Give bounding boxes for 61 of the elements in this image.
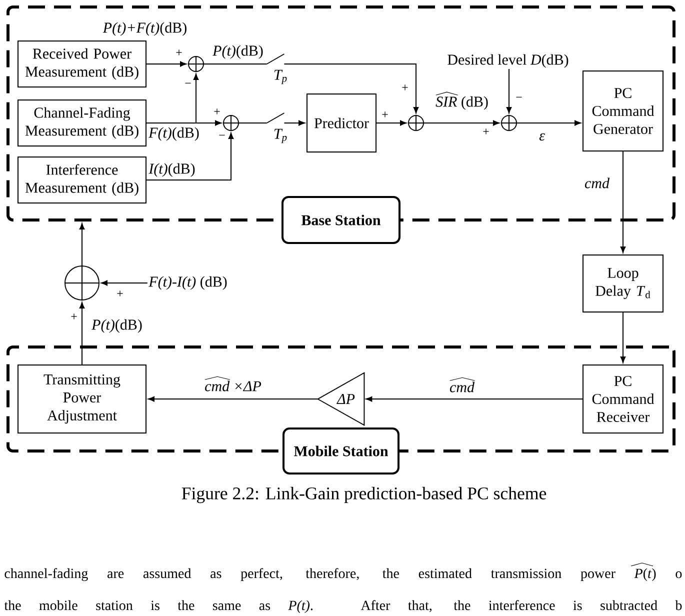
process-box: PC Command Generator <box>582 70 664 152</box>
body-text: the mobile station is the same as P(t). After that, the interference is subtracted b <box>4 600 682 613</box>
arrow <box>148 396 318 402</box>
sign-label: + <box>214 108 220 114</box>
summing-junction <box>500 114 518 132</box>
arrow <box>146 61 186 67</box>
process-box: Channel-Fading Measurement (dB) <box>18 100 146 146</box>
summing-junction <box>64 265 100 301</box>
figure-caption: Figure 2.2: Link-Gain prediction-based PC scheme <box>182 486 546 504</box>
arrow <box>620 312 626 363</box>
edge-label: ε <box>538 132 546 142</box>
sign-label: + <box>402 84 408 90</box>
body-text: channel-fading are assumed as perfect, therefore, the estimated transmission power P(t) o <box>4 562 682 582</box>
edge-label: cmd <box>448 377 476 394</box>
sign-label: − <box>185 82 191 84</box>
arrow <box>516 120 581 126</box>
station-label: Mobile Station <box>282 428 400 474</box>
arrow <box>366 396 583 402</box>
process-box: Transmitting Power Adjustment <box>18 364 146 434</box>
summing-junction <box>408 114 424 132</box>
sign-label: + <box>71 314 77 320</box>
arrow <box>146 74 199 124</box>
edge-label: F(t)(dB) <box>148 126 200 142</box>
arrow <box>376 120 406 126</box>
signal-label: P(t)+F(t)(dB) <box>102 22 186 36</box>
process-box: Loop Delay T$_{d}$ <box>582 254 664 312</box>
sampling-switch <box>266 54 285 64</box>
edge-label: P(t)(dB) <box>212 44 264 60</box>
station-label: Base Station <box>282 196 400 244</box>
arrow <box>101 280 148 286</box>
edge-label: cmd <box>584 176 610 190</box>
switch-label: T$_{p}$ <box>274 70 287 84</box>
sampling-switch <box>266 112 285 124</box>
process-box: Interference Measurement (dB) <box>18 156 146 204</box>
arrow <box>146 132 234 180</box>
arrow <box>506 68 512 114</box>
summing-junction <box>222 114 240 132</box>
process-box: Received Power Measurement (dB) <box>18 40 146 88</box>
edge-label: cmd ×ΔP <box>204 376 262 392</box>
edge-label: I(t)(dB) <box>148 162 196 178</box>
switch-label: T$_{p}$ <box>274 128 287 144</box>
sign-label: − <box>516 96 522 98</box>
arrow <box>620 151 626 253</box>
signal-label: F(t)-I(t) (dB) <box>148 276 227 290</box>
summing-junction <box>188 56 204 72</box>
signal-label: Desired level D(dB) <box>448 54 568 68</box>
arrow <box>79 302 85 365</box>
arrow <box>284 64 419 114</box>
sign-label: + <box>176 50 182 56</box>
sign-label: + <box>382 112 388 118</box>
edge-label: P(t)(dB) <box>90 318 144 334</box>
edge-label: SIR (dB) <box>434 92 490 111</box>
sign-label: − <box>219 134 225 136</box>
process-box: PC Command Receiver <box>582 364 664 434</box>
arrow <box>79 223 85 266</box>
sign-label: + <box>483 128 489 134</box>
arrow <box>424 120 500 126</box>
connector-line <box>238 122 268 124</box>
process-box: Predictor <box>306 94 376 152</box>
arrow <box>284 120 305 126</box>
sign-label: + <box>117 290 123 296</box>
